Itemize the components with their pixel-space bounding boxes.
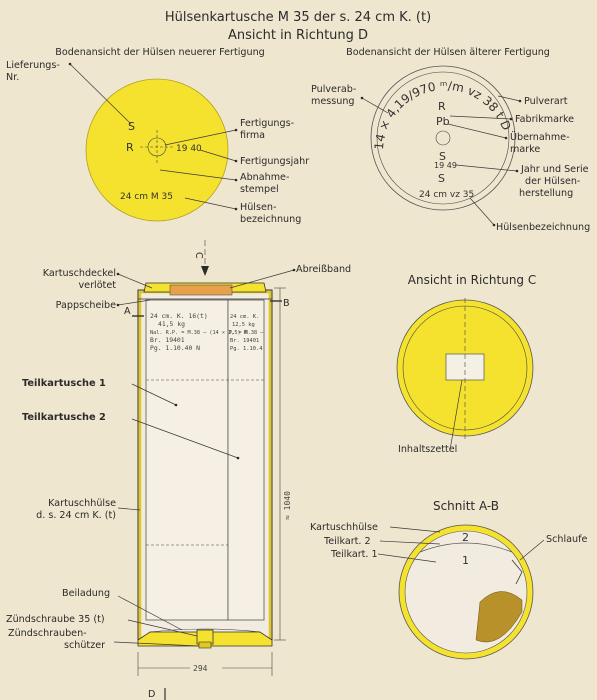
drawing-subtitle: Ansicht in Richtung D <box>228 28 368 43</box>
label-beiladung: Beiladung <box>62 588 110 599</box>
label-huelsenbezeichnung-new: Hülsen- <box>240 202 276 213</box>
primer-protector <box>198 641 212 649</box>
mark-pb-old: Pb <box>436 115 450 128</box>
label-pulverabmessung: Pulverab- <box>311 84 356 95</box>
section-num-1: 1 <box>462 554 469 567</box>
base-view-new-heading: Bodenansicht der Hülsen neuerer Fertigun… <box>55 47 265 58</box>
base-view-old: Bodenansicht der Hülsen älterer Fertigun… <box>311 47 590 233</box>
view-c: Ansicht in Richtung C Inhaltszettel <box>396 273 536 455</box>
bag2-line3: P. = M.38 – <box>229 330 264 336</box>
label-pulverabmessung-2: messung <box>311 96 355 107</box>
bag1-line5: Pg. 1.10.40 N <box>150 344 200 352</box>
base-view-old-heading: Bodenansicht der Hülsen älterer Fertigun… <box>346 47 550 58</box>
label-uebernahmemarke: Übernahme- <box>510 130 570 143</box>
mark-type-old: 24 cm vz 35 <box>419 190 474 200</box>
section-partial-2 <box>419 542 513 553</box>
loop-schlaufe <box>511 559 523 585</box>
mark-year-new: 19 40 <box>176 144 202 154</box>
label-lieferungs-nr-2: Nr. <box>6 72 19 83</box>
powder-granules <box>475 591 523 643</box>
drawing-title: Hülsenkartusche M 35 der s. 24 cm K. (t) <box>165 10 431 25</box>
section-charge-area <box>404 530 528 654</box>
letter-a: A <box>124 306 131 317</box>
primer-old <box>435 130 451 146</box>
section-ab-heading: Schnitt A-B <box>433 499 499 513</box>
bag1-line4: Br. 19401 <box>150 336 185 344</box>
label-teilkart-1: Teilkart. 1 <box>330 549 378 560</box>
label-abreissband: Abreißband <box>296 264 351 275</box>
label-kartuschhuelse: Kartuschhülse <box>48 498 116 509</box>
view-c-heading: Ansicht in Richtung C <box>408 273 536 287</box>
label-inhaltszettel: Inhaltszettel <box>398 444 457 455</box>
label-jahr-serie-2: der Hülsen- <box>525 176 580 187</box>
label-abnahmestempel: Abnahme- <box>240 172 289 183</box>
label-teilkartusche-1: Teilkartusche 1 <box>22 378 106 389</box>
partial-charge-2 <box>227 299 265 621</box>
bag2-line5: Pg. 1.10.4 <box>230 346 262 352</box>
label-kartuschdeckel-2: verlötet <box>79 280 117 291</box>
label-fertigungsfirma: Fertigungs- <box>240 118 294 129</box>
label-schlaufe: Schlaufe <box>546 534 587 545</box>
mark-s-new: S <box>128 120 135 133</box>
label-pappscheibe: Pappscheibe <box>56 300 116 311</box>
label-kartuschdeckel: Kartuschdeckel <box>43 268 116 279</box>
bag1-line3: Nal. R.P. = M.38 – (14 × 3,5) R <box>150 330 248 336</box>
mark-r-old: R <box>438 100 446 113</box>
bag2-line1: 24 cm. K. <box>230 314 259 320</box>
label-kartuschhuelse-ab: Kartuschhülse <box>310 522 378 533</box>
label-teilkart-2: Teilkart. 2 <box>323 536 371 547</box>
label-fertigungsjahr: Fertigungsjahr <box>240 156 309 167</box>
label-zuendschraube: Zündschraube 35 (t) <box>6 614 105 625</box>
label-fabrikmarke: Fabrikmarke <box>515 114 574 125</box>
mark-year-old: 19 49 <box>434 161 457 170</box>
dim-height: ≈ 1040 <box>283 491 292 520</box>
label-jahr-serie-3: herstellung <box>519 188 573 199</box>
mark-s1-old: S <box>439 150 446 163</box>
label-uebernahmemarke-2: marke <box>510 144 540 155</box>
label-abnahmestempel-2: stempel <box>240 184 279 195</box>
label-jahr-serie: Jahr und Serie <box>520 164 589 175</box>
letter-d: D <box>148 689 155 700</box>
bag2-line2: 12,5 kg <box>232 322 255 328</box>
bag1-line2: 41,5 kg <box>158 320 185 328</box>
base-view-new: Bodenansicht der Hülsen neuerer Fertigun… <box>6 47 309 225</box>
label-teilkartusche-2: Teilkartusche 2 <box>22 412 106 423</box>
label-fertigungsfirma-2: firma <box>240 130 265 141</box>
label-zuendschraubenschuetzer-2: schützer <box>64 640 105 651</box>
tear-band <box>169 284 233 296</box>
bag1-line1: 24 cm. K. 16(t) <box>150 312 208 320</box>
label-pulverart: Pulverart <box>524 96 568 107</box>
label-huelsenbezeichnung-new-2: bezeichnung <box>240 214 301 225</box>
dim-width: 294 <box>193 664 208 673</box>
cartridge-section: C 24 cm. K. 16(t) 41,5 kg Nal. R.P. = M.… <box>6 240 351 700</box>
section-a-b: Schnitt A-B 2 1 Kartuschhülse Teilkart. … <box>310 499 587 660</box>
mark-s2-old: S <box>438 172 445 185</box>
section-num-2: 2 <box>462 531 469 544</box>
letter-c: C <box>193 252 204 259</box>
case-base-old <box>370 65 516 211</box>
letter-b: B <box>283 298 290 309</box>
label-huelsenbezeichnung-old: Hülsenbezeichnung <box>496 222 590 233</box>
label-zuendschraubenschuetzer: Zündschrauben- <box>8 628 87 639</box>
bag2-line4: Br. 19401 <box>230 338 259 344</box>
label-lieferungs-nr: Lieferungs- <box>6 60 60 71</box>
mark-r-new: R <box>126 141 134 154</box>
label-kartuschhuelse-2: d. s. 24 cm K. (t) <box>36 510 116 521</box>
additional-charge <box>149 628 261 633</box>
mark-type-new: 24 cm M 35 <box>120 192 173 202</box>
